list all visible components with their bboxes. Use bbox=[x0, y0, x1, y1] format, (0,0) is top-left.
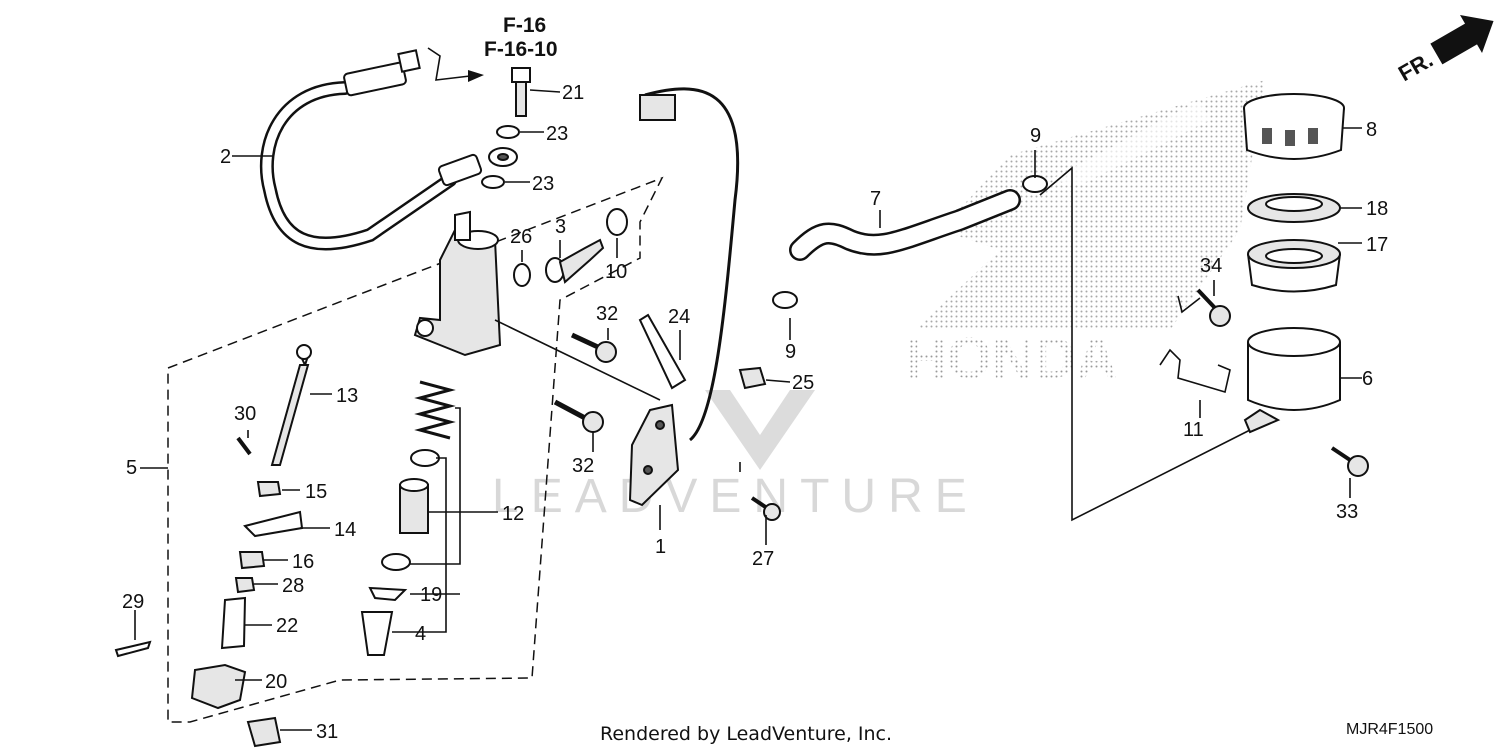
mounting-bracket bbox=[628, 403, 680, 507]
watermark-text: LEADVENTURE bbox=[492, 470, 979, 523]
callout-34: 34 bbox=[1200, 255, 1222, 277]
reservoir-cap bbox=[1243, 93, 1345, 160]
circlip-19 bbox=[368, 586, 408, 602]
callout-30: 30 bbox=[234, 403, 256, 425]
callout-21: 21 bbox=[562, 82, 584, 104]
callout-29: 29 bbox=[122, 591, 144, 613]
callout-9-upper: 9 bbox=[1030, 125, 1041, 147]
diagram-code: MJR4F1500 bbox=[1346, 721, 1433, 738]
callout-17: 17 bbox=[1366, 234, 1388, 256]
hose-clip-upper bbox=[1022, 175, 1048, 193]
callout-32-lower: 32 bbox=[572, 455, 594, 477]
nut-15 bbox=[256, 481, 282, 498]
callout-27: 27 bbox=[752, 548, 774, 570]
boot-4 bbox=[360, 611, 394, 656]
callout-8: 8 bbox=[1366, 119, 1377, 141]
reference-arrowhead bbox=[468, 70, 484, 82]
bolt-34 bbox=[1196, 288, 1231, 327]
callout-7: 7 bbox=[870, 188, 881, 210]
callout-9-lower: 9 bbox=[785, 341, 796, 363]
diaphragm-plate bbox=[1247, 193, 1341, 223]
callout-11: 11 bbox=[1183, 419, 1204, 441]
callout-4: 4 bbox=[415, 623, 426, 645]
callout-32-upper: 32 bbox=[596, 303, 618, 325]
front-label: FR. bbox=[1394, 47, 1437, 86]
piston-kit bbox=[399, 478, 429, 534]
callout-20: 20 bbox=[265, 671, 287, 693]
clip-25 bbox=[738, 366, 767, 390]
callout-1: 1 bbox=[655, 536, 666, 558]
callout-31: 31 bbox=[316, 721, 338, 743]
callout-18: 18 bbox=[1366, 198, 1388, 220]
spring-assembly bbox=[414, 380, 456, 440]
reservoir-hose bbox=[789, 189, 1021, 261]
callout-13: 13 bbox=[336, 385, 358, 407]
reference-f16-10: F-16-10 bbox=[484, 38, 558, 61]
bolt-32-lower bbox=[553, 399, 604, 433]
reservoir-stay bbox=[1159, 348, 1231, 394]
bolt-27 bbox=[750, 496, 781, 521]
reference-zigzag-arrow bbox=[427, 47, 471, 81]
cup-seal bbox=[410, 449, 440, 467]
push-rod bbox=[270, 344, 312, 466]
callout-12: 12 bbox=[502, 503, 524, 525]
callout-33: 33 bbox=[1336, 501, 1358, 523]
stop-switch-wire bbox=[638, 87, 740, 442]
honda-logo-text: HONDA bbox=[905, 326, 1118, 391]
callout-23-lower: 23 bbox=[532, 173, 554, 195]
hose-joint bbox=[545, 238, 605, 284]
bolt-32-upper bbox=[570, 332, 617, 363]
callout-28: 28 bbox=[282, 575, 304, 597]
pin-30 bbox=[236, 436, 252, 456]
plate-14 bbox=[243, 510, 304, 538]
callout-22: 22 bbox=[276, 615, 298, 637]
leadventure-watermark: LEADVENTURE bbox=[492, 390, 979, 523]
honda-wing-watermark: HONDA bbox=[905, 80, 1265, 391]
diaphragm bbox=[1247, 239, 1341, 293]
rod-end-22 bbox=[220, 596, 247, 650]
master-cylinder-body bbox=[413, 210, 661, 401]
callout-19: 19 bbox=[420, 584, 442, 606]
callout-24: 24 bbox=[668, 306, 690, 328]
leader-lines bbox=[134, 89, 1362, 731]
assembly-outline bbox=[140, 176, 664, 723]
reservoir-tank bbox=[1243, 327, 1341, 434]
reference-f16: F-16 bbox=[503, 14, 546, 37]
brake-hose bbox=[259, 49, 518, 251]
callout-6: 6 bbox=[1362, 368, 1373, 390]
nut-28 bbox=[234, 577, 256, 594]
nut-16 bbox=[238, 551, 266, 570]
callout-16: 16 bbox=[292, 551, 314, 573]
callout-5: 5 bbox=[126, 457, 137, 479]
joint-20 bbox=[190, 663, 247, 710]
callout-15: 15 bbox=[305, 481, 327, 503]
bolt-33 bbox=[1330, 446, 1369, 477]
callout-10: 10 bbox=[605, 261, 627, 283]
callout-3: 3 bbox=[555, 216, 566, 238]
callout-26: 26 bbox=[510, 226, 532, 248]
o-ring-10 bbox=[606, 208, 628, 236]
washer-19 bbox=[381, 553, 411, 571]
cotter-pin-29 bbox=[114, 640, 152, 658]
callout-23-upper: 23 bbox=[546, 123, 568, 145]
callout-2: 2 bbox=[220, 146, 231, 168]
o-ring-26 bbox=[513, 263, 531, 287]
reference-block: F-16 F-16-10 bbox=[427, 14, 558, 82]
cap-31 bbox=[246, 716, 282, 748]
hose-clip-lower bbox=[772, 291, 798, 309]
sealing-washer-lower bbox=[481, 175, 505, 189]
callout-25: 25 bbox=[792, 372, 814, 394]
callout-14: 14 bbox=[334, 519, 356, 541]
render-credit: Rendered by LeadVenture, Inc. bbox=[600, 723, 892, 745]
front-direction-arrow: FR. bbox=[1394, 14, 1494, 86]
callout-labels: 1 2 3 4 5 6 7 8 9 9 10 11 12 13 14 15 16… bbox=[122, 82, 1388, 743]
banjo-bolt bbox=[511, 67, 531, 117]
sealing-washer-upper bbox=[496, 125, 520, 139]
